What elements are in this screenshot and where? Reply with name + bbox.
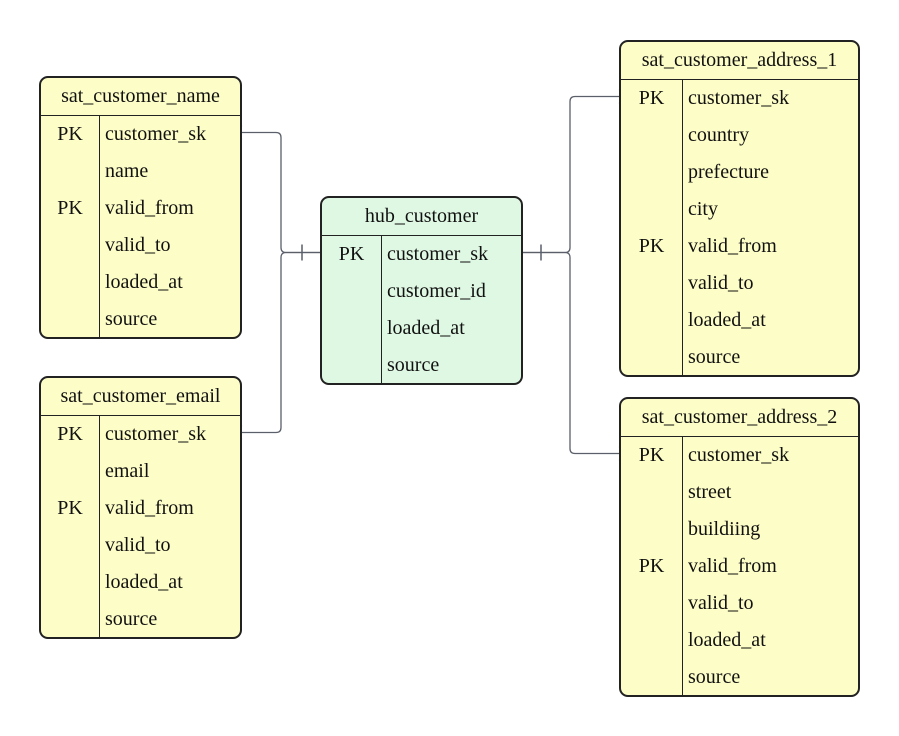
field-row: source: [41, 301, 240, 337]
field-name: city: [688, 198, 718, 220]
key-column-divider: [682, 437, 683, 695]
key-marker: PK: [638, 235, 665, 257]
field-row: PK valid_from: [41, 490, 240, 527]
field-row: country: [621, 117, 858, 154]
field-name: street: [688, 481, 732, 503]
field-name: customer_id: [387, 280, 486, 302]
field-row: buildiing: [621, 511, 858, 548]
key-marker: PK: [57, 197, 83, 219]
field-row: email: [41, 453, 240, 490]
field-name: customer_sk: [688, 444, 790, 466]
field-name: source: [105, 608, 158, 630]
key-column-divider: [99, 116, 100, 337]
key-marker: PK: [338, 243, 365, 265]
key-column-divider: [682, 80, 683, 375]
field-row: PK customer_sk: [621, 80, 858, 117]
field-row: name: [41, 153, 240, 190]
field-name: buildiing: [688, 518, 761, 540]
field-row: valid_to: [621, 265, 858, 302]
field-row: loaded_at: [322, 310, 521, 347]
field-name: valid_from: [105, 197, 194, 219]
field-name: customer_sk: [688, 87, 790, 109]
field-name: valid_to: [105, 234, 171, 256]
field-name: source: [387, 354, 440, 376]
field-row: valid_to: [621, 585, 858, 622]
field-row: PK customer_sk: [621, 437, 858, 474]
field-row: valid_to: [41, 227, 240, 264]
field-name: customer_sk: [105, 123, 207, 145]
key-marker: PK: [57, 497, 83, 519]
field-name: prefecture: [688, 161, 770, 183]
field-name: country: [688, 124, 750, 146]
entity-title: sat_customer_name: [41, 78, 240, 116]
field-name: valid_from: [688, 235, 777, 257]
field-name: customer_sk: [387, 243, 489, 265]
field-row: city: [621, 191, 858, 228]
field-name: loaded_at: [105, 271, 183, 293]
field-name: name: [105, 160, 149, 182]
field-row: customer_id: [322, 273, 521, 310]
entity-title: sat_customer_address_2: [621, 399, 858, 437]
field-row: loaded_at: [41, 564, 240, 601]
field-row: valid_to: [41, 527, 240, 564]
key-marker: PK: [57, 423, 83, 445]
field-row: source: [41, 601, 240, 637]
field-name: source: [105, 308, 158, 330]
field-row: loaded_at: [621, 302, 858, 339]
relationship-line: [242, 131, 320, 254]
key-column-divider: [381, 236, 382, 383]
field-name: valid_to: [688, 592, 754, 614]
field-row: PK customer_sk: [41, 416, 240, 453]
field-row: PK valid_from: [621, 548, 858, 585]
field-row: PK customer_sk: [41, 116, 240, 153]
field-name: source: [688, 346, 741, 368]
field-name: loaded_at: [387, 317, 465, 339]
relationship-line: [242, 251, 320, 434]
field-name: valid_from: [105, 497, 194, 519]
field-row: source: [322, 347, 521, 383]
entity-title: hub_customer: [322, 198, 521, 236]
field-name: valid_from: [688, 555, 777, 577]
field-row: PK valid_from: [41, 190, 240, 227]
key-marker: PK: [638, 87, 665, 109]
field-name: source: [688, 666, 741, 688]
key-column-divider: [99, 416, 100, 637]
field-name: loaded_at: [688, 629, 766, 651]
relationship-line: [523, 95, 619, 254]
field-row: street: [621, 474, 858, 511]
field-name: email: [105, 460, 150, 482]
field-row: source: [621, 339, 858, 375]
field-name: loaded_at: [105, 571, 183, 593]
entity-title: sat_customer_address_1: [621, 42, 858, 80]
field-row: PK valid_from: [621, 228, 858, 265]
key-marker: PK: [57, 123, 83, 145]
key-marker: PK: [638, 555, 665, 577]
key-marker: PK: [638, 444, 665, 466]
field-row: source: [621, 659, 858, 695]
field-row: PK customer_sk: [322, 236, 521, 273]
field-name: valid_to: [105, 534, 171, 556]
field-row: prefecture: [621, 154, 858, 191]
relationship-line: [523, 251, 619, 455]
field-row: loaded_at: [621, 622, 858, 659]
field-name: valid_to: [688, 272, 754, 294]
entity-title: sat_customer_email: [41, 378, 240, 416]
field-row: loaded_at: [41, 264, 240, 301]
field-name: loaded_at: [688, 309, 766, 331]
field-name: customer_sk: [105, 423, 207, 445]
